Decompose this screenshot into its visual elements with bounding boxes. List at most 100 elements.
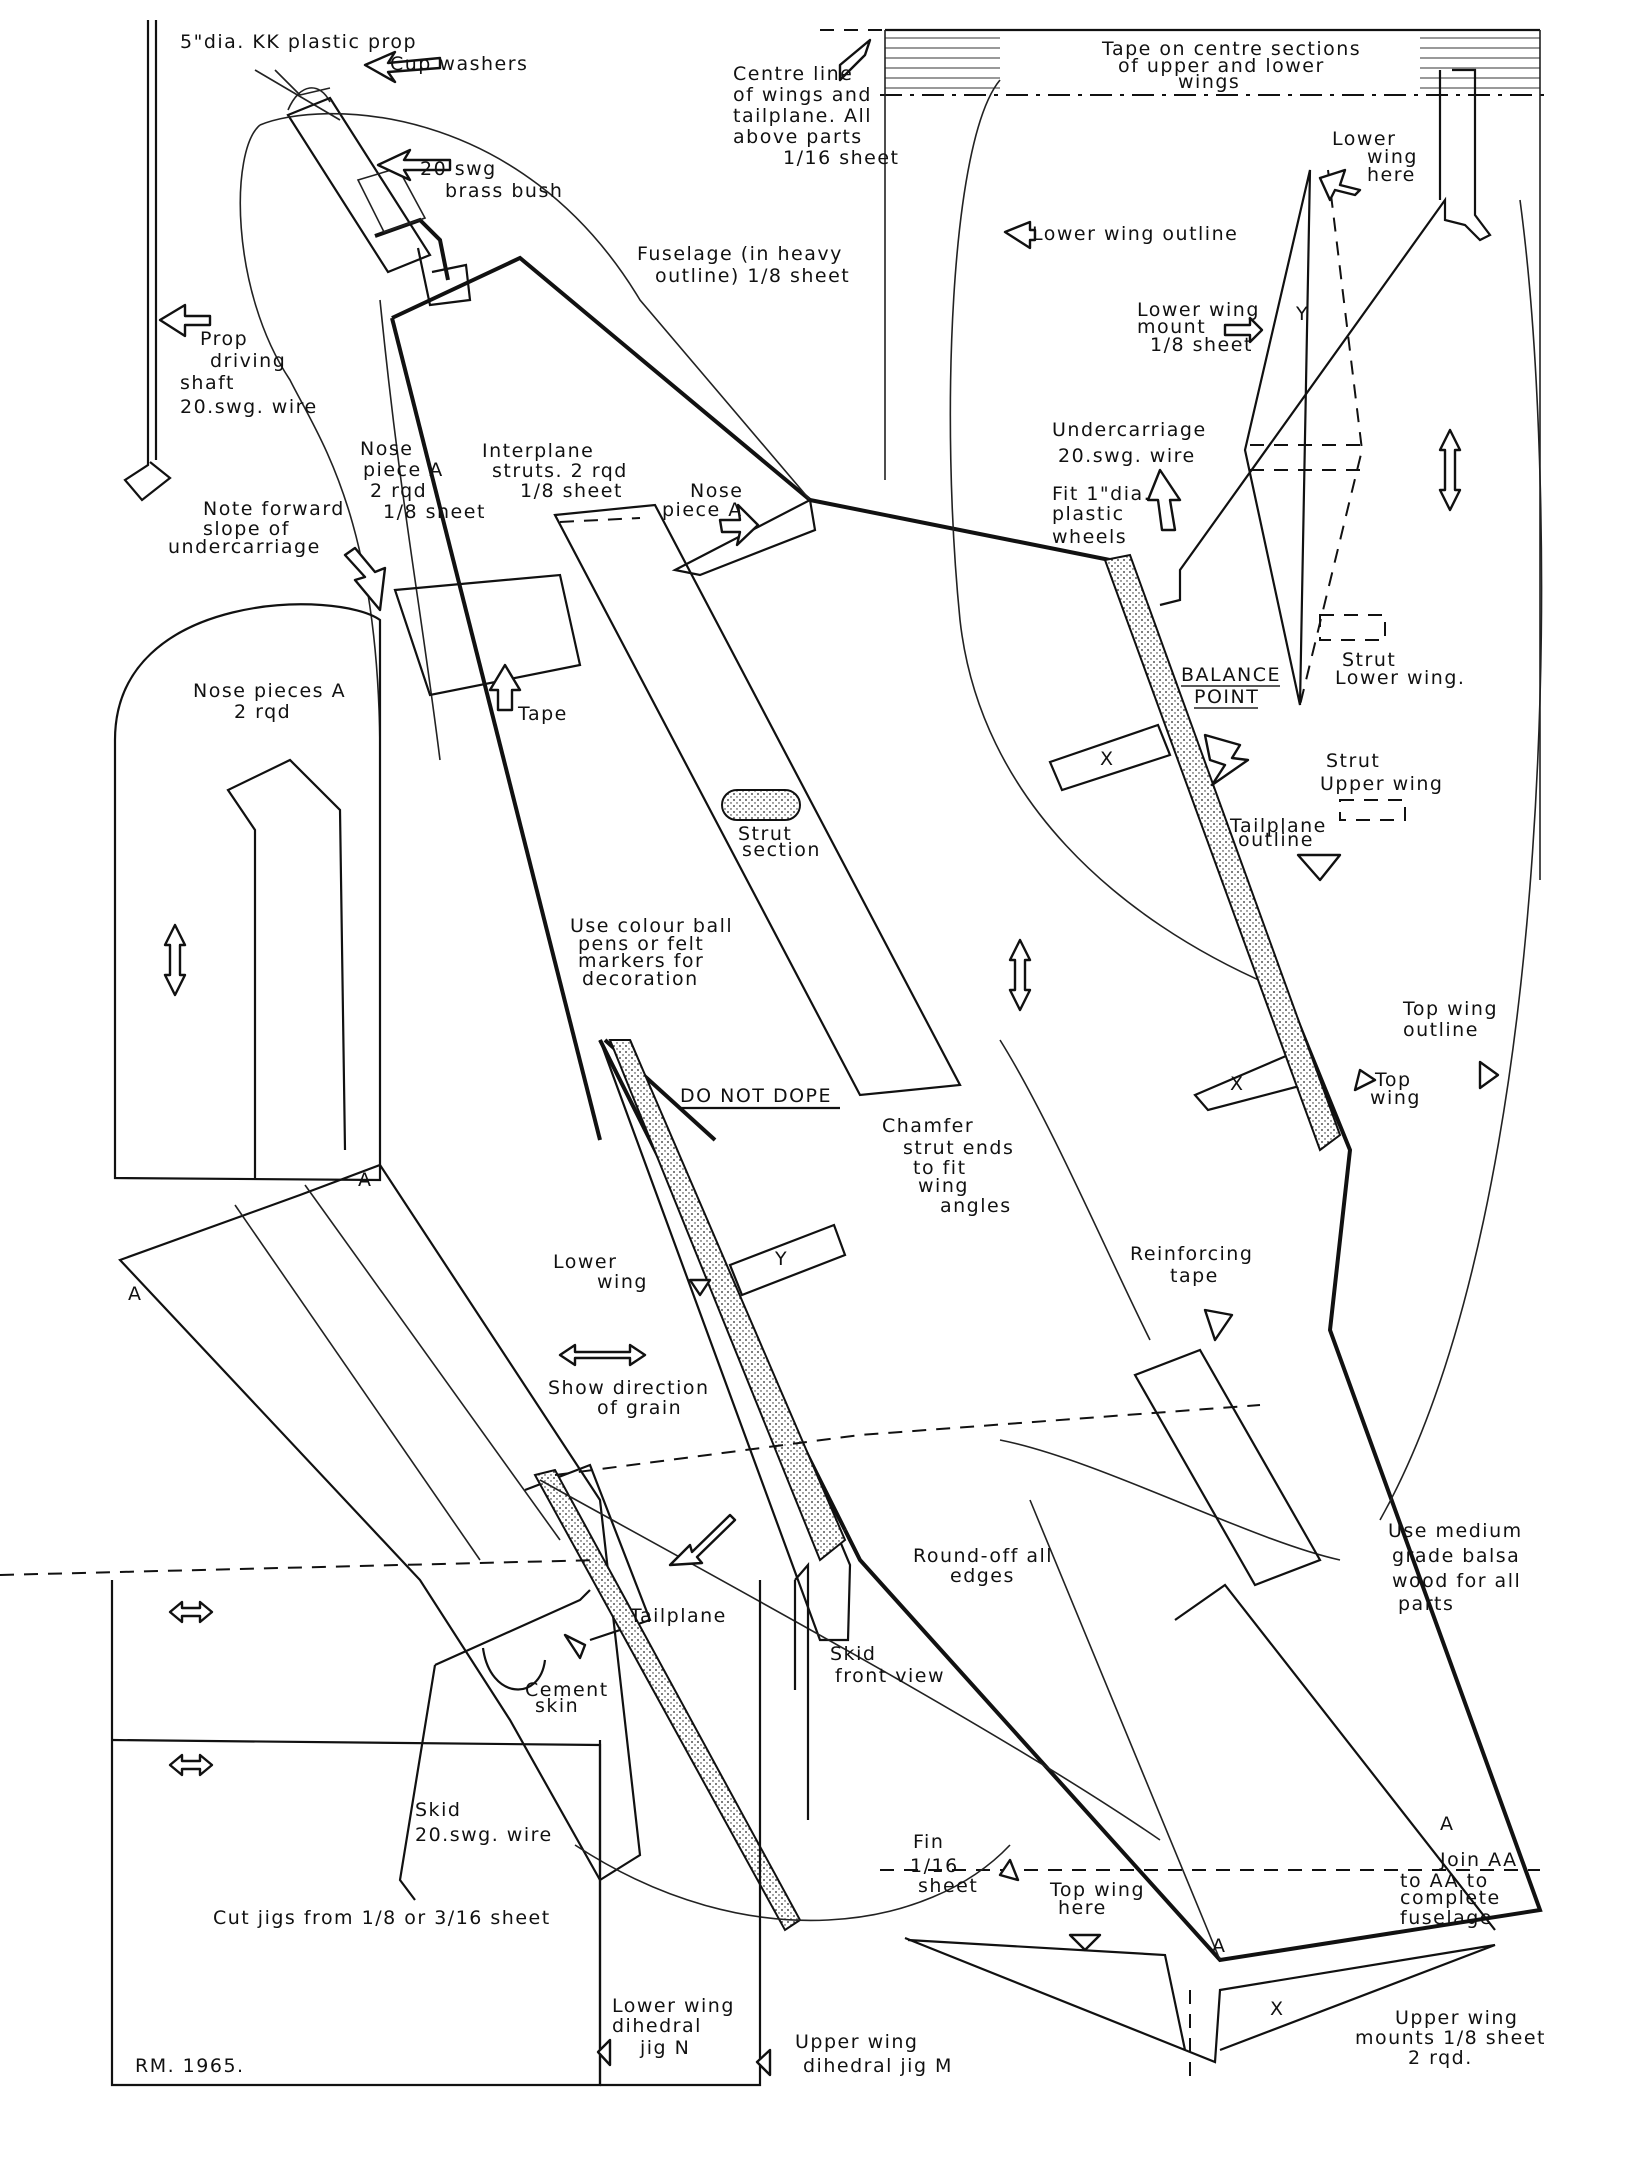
label-tailplane-outline-1: Tailplane (1229, 815, 1327, 837)
label-strut-lower-2: Lower wing. (1335, 667, 1465, 689)
label-lower-jig-3: jig N (639, 2037, 690, 2059)
label-nose-piece-a-4: 1/8 sheet (383, 501, 486, 523)
label-top-wing-outline-1: Top wing (1402, 998, 1498, 1020)
label-skid-front-1: Skid (830, 1643, 876, 1665)
label-strut-section-2: section (742, 839, 821, 861)
dihedral-jigs (110, 1580, 762, 2087)
label-nose-piece-a-1: Nose (360, 438, 413, 460)
brass-bush (356, 167, 427, 233)
label-undercarriage-1: Undercarriage (1052, 419, 1207, 441)
label-medium-grade-4: parts (1398, 1593, 1454, 1615)
label-signature: RM. 1965. (135, 2055, 245, 2077)
skid-front-view (793, 1562, 810, 1820)
marker-a-3: A (1212, 1935, 1227, 1957)
label-fin-2: 1/16 (910, 1855, 959, 1877)
label-centre-line-2: of wings and (733, 84, 872, 106)
reinforcing-tape (1133, 1348, 1322, 1587)
label-upper-jig-1: Upper wing (795, 2031, 919, 2053)
label-tape-centre-3: wings (1178, 71, 1240, 93)
label-reinforcing-2: tape (1170, 1265, 1219, 1287)
letter-x-mount: X (1270, 1998, 1285, 2020)
label-interplane-1: Interplane (482, 440, 594, 462)
label-centre-line-3: tailplane. All (733, 105, 872, 127)
nose-piece-a-upper (671, 498, 817, 577)
label-colour-note-4: decoration (582, 968, 699, 990)
label-balance-1: BALANCE (1181, 664, 1281, 686)
label-chamfer-1: Chamfer (882, 1115, 974, 1137)
label-nose-piece-a-2: piece A (363, 459, 444, 481)
strut-lower-wing (1319, 614, 1386, 641)
letter-x-upper: X (1100, 748, 1115, 770)
label-nose-piece-a2-2: piece A (662, 499, 743, 521)
label-join-aa-3: complete (1400, 1887, 1501, 1909)
label-join-aa-1: Join AA (1439, 1849, 1518, 1871)
label-lower-wing-here-2: wing (1367, 146, 1418, 168)
label-upper-mounts-2: mounts 1/8 sheet (1355, 2027, 1546, 2049)
mount-x-upper (1048, 723, 1172, 792)
nose-pieces-a (113, 603, 382, 1182)
label-prop: 5"dia. KK plastic prop (180, 31, 417, 53)
prop-shaft-wire (123, 20, 172, 502)
label-do-not-dope: DO NOT DOPE (680, 1085, 832, 1107)
label-top-wing-1: Top (1374, 1069, 1412, 1091)
letter-y-lower-mount: Y (1295, 303, 1309, 325)
label-strut-lower-1: Strut (1342, 649, 1396, 671)
label-centre-line-1: Centre line (733, 63, 853, 85)
label-nose-piece-a2-1: Nose (690, 480, 743, 502)
label-lower-wing-here-1: Lower (1332, 128, 1396, 150)
label-medium-grade-2: grade balsa (1392, 1545, 1520, 1567)
label-lower-wing-2: wing (597, 1271, 648, 1293)
label-strut-upper-1: Strut (1326, 750, 1380, 772)
label-note-forward-2: slope of (203, 518, 290, 540)
marker-a-1: A (358, 1169, 373, 1191)
label-grain-1: Show direction (548, 1377, 710, 1399)
label-nose-pieces-a-2: 2 rqd (234, 701, 291, 723)
label-prop-shaft-3: shaft (180, 372, 235, 394)
label-centre-line-5: 1/16 sheet (783, 147, 899, 169)
label-fin-1: Fin (913, 1831, 944, 1853)
label-reinforcing-1: Reinforcing (1130, 1243, 1253, 1265)
label-upper-mounts-1: Upper wing (1395, 2007, 1519, 2029)
label-lower-jig-2: dihedral (612, 2015, 702, 2037)
label-colour-note-2: pens or felt (578, 933, 704, 955)
arrows (158, 38, 1500, 2077)
nose-tape-band (393, 573, 582, 697)
letter-x-lower: X (1230, 1073, 1245, 1095)
mount-y (728, 1223, 847, 1297)
label-chamfer-2: strut ends (903, 1137, 1014, 1159)
label-medium-grade-1: Use medium (1388, 1520, 1523, 1542)
label-note-forward-3: undercarriage (168, 536, 321, 558)
top-wing-outline (1379, 199, 1543, 1521)
label-round-off-1: Round-off all (913, 1545, 1053, 1567)
marker-a-4: A (1440, 1813, 1455, 1835)
label-top-wing-2: wing (1370, 1087, 1421, 1109)
label-strut-upper-2: Upper wing (1320, 773, 1444, 795)
label-skid-2: 20.swg. wire (415, 1824, 553, 1846)
label-top-wing-outline-2: outline (1403, 1019, 1479, 1041)
label-brass-bush-1: 20 swg (420, 158, 497, 180)
label-top-wing-here-1: Top wing (1049, 1879, 1145, 1901)
label-lower-jig-1: Lower wing (612, 1995, 735, 2017)
letter-y-mount: Y (774, 1248, 788, 1270)
label-brass-bush-2: brass bush (445, 180, 563, 202)
label-lower-wing-here-3: here (1367, 164, 1416, 186)
label-lower-wing-mount-1: Lower wing (1137, 299, 1260, 321)
label-fin-3: sheet (918, 1875, 978, 1897)
label-cup-washers: Cup washers (390, 53, 528, 75)
upper-wing-mounts (904, 1936, 1496, 2080)
lower-wing-outline (949, 79, 1271, 986)
label-tape: Tape (517, 703, 568, 725)
label-prop-shaft-1: Prop (200, 328, 248, 350)
interplane-strut (553, 503, 962, 1097)
label-lower-wing-mount-2: mount (1137, 316, 1206, 338)
label-round-off-2: edges (950, 1565, 1015, 1587)
label-interplane-2: struts. 2 rqd (492, 460, 628, 482)
label-tailplane-outline-2: outline (1238, 829, 1314, 851)
label-wheels-1: Fit 1"dia. (1052, 483, 1151, 505)
label-top-wing-here-2: here (1058, 1897, 1107, 1919)
label-interplane-3: 1/8 sheet (520, 480, 623, 502)
label-chamfer-3: to fit (913, 1157, 967, 1179)
label-tailplane: Tailplane (629, 1605, 727, 1627)
wing-centre-section (820, 28, 1541, 880)
